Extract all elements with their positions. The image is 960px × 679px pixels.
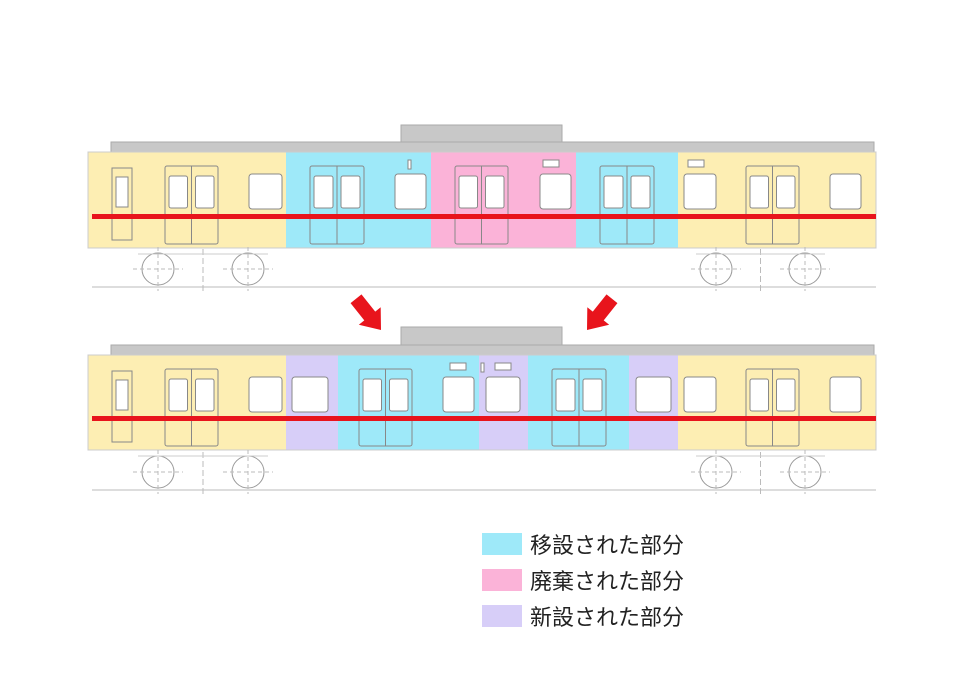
end-door <box>111 167 133 241</box>
vent-window <box>494 362 512 371</box>
roof-equipment <box>400 326 563 348</box>
door-window <box>458 175 478 209</box>
legend-swatch-new <box>482 605 522 627</box>
legend-item-moved: 移設された部分 <box>482 526 742 562</box>
car-body-outline <box>87 151 877 249</box>
legend-item-new: 新設された部分 <box>482 598 742 634</box>
legend-label-new: 新設された部分 <box>530 606 685 631</box>
vent-window <box>542 159 560 168</box>
body-mark <box>480 362 485 373</box>
legend-label-moved: 移設された部分 <box>530 534 685 559</box>
side-window <box>248 376 283 413</box>
side-window <box>683 173 717 210</box>
door-window <box>340 175 361 209</box>
door-window <box>749 378 769 412</box>
car-body-outline <box>87 354 877 451</box>
door-window <box>630 175 651 209</box>
door-window <box>168 378 188 412</box>
door-window <box>776 378 796 412</box>
door-window <box>195 175 215 209</box>
door-window <box>555 378 576 412</box>
end-door-window <box>115 176 129 208</box>
side-window <box>683 376 717 413</box>
door-window <box>362 378 382 412</box>
door-window <box>168 175 188 209</box>
side-window <box>248 173 283 210</box>
red-stripe <box>92 214 876 219</box>
legend-item-removed: 廃棄された部分 <box>482 562 742 598</box>
door-window <box>485 175 505 209</box>
red-stripe <box>92 416 876 421</box>
roof <box>110 141 875 153</box>
door-window <box>749 175 769 209</box>
arrow-left-icon <box>350 294 381 330</box>
legend-swatch-moved <box>482 533 522 555</box>
end-door <box>111 370 133 443</box>
vent-window <box>449 362 467 371</box>
door-window <box>603 175 624 209</box>
side-window <box>539 173 572 210</box>
body-mark <box>407 159 412 170</box>
side-window <box>829 376 862 413</box>
side-window <box>442 376 475 413</box>
train-car-after <box>87 326 877 496</box>
train-car-before <box>87 124 877 293</box>
door-window <box>313 175 334 209</box>
side-window <box>485 376 521 413</box>
door-window <box>389 378 409 412</box>
door-window <box>195 378 215 412</box>
vent-window <box>687 159 705 168</box>
arrow-right-icon <box>587 294 618 330</box>
door-window <box>776 175 796 209</box>
end-door-window <box>115 379 129 411</box>
side-window <box>394 173 427 210</box>
roof <box>110 344 875 356</box>
legend-swatch-removed <box>482 569 522 591</box>
side-window <box>829 173 862 210</box>
side-window <box>291 376 329 413</box>
side-window <box>635 376 672 413</box>
legend-label-removed: 廃棄された部分 <box>530 570 685 595</box>
door-window <box>582 378 603 412</box>
legend: 移設された部分 廃棄された部分 新設された部分 <box>482 526 742 634</box>
